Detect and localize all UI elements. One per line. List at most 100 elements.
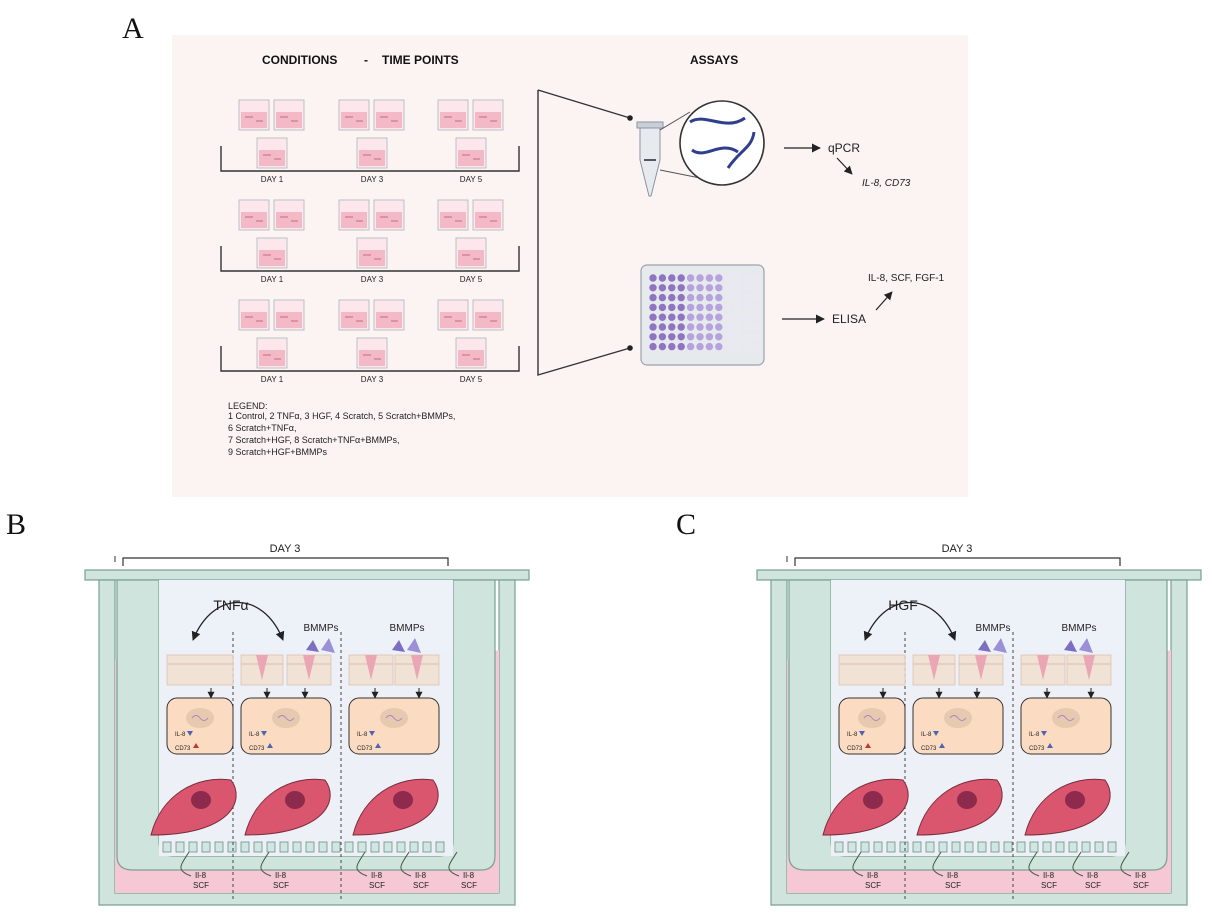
membrane-pore <box>977 841 987 853</box>
bmmp-cell-icon <box>1064 640 1077 652</box>
treatment-arrow <box>191 602 285 641</box>
panel-b-bmmps-1: BMMPs <box>304 623 339 634</box>
membrane-pore <box>1068 841 1078 853</box>
elisa-well <box>733 342 742 351</box>
mini-well-medium <box>241 312 267 328</box>
secreted-scf-label: SCF <box>1133 881 1149 890</box>
il8-label: IL-8 <box>175 732 186 738</box>
day-label: DAY 5 <box>460 275 483 284</box>
membrane-pore <box>162 841 172 853</box>
elisa-well <box>724 284 732 292</box>
mini-well-medium <box>359 350 385 366</box>
elisa-well <box>677 284 685 292</box>
panel-c-bmmps-2: BMMPs <box>1062 623 1097 634</box>
membrane-pore <box>834 841 844 853</box>
elisa-targets: IL-8, SCF, FGF-1 <box>868 273 945 284</box>
panel-b-bmmps-2: BMMPs <box>390 623 425 634</box>
dna-icon <box>1057 715 1075 721</box>
membrane-pore <box>175 841 185 853</box>
elisa-well <box>705 342 714 351</box>
il8-label: IL-8 <box>357 732 368 738</box>
qpcr-label: qPCR <box>828 141 860 155</box>
elisa-well <box>649 293 657 302</box>
membrane-pore <box>396 841 406 853</box>
membrane-pore <box>253 841 263 853</box>
header-dash: - <box>364 53 368 67</box>
cd73-label: CD73 <box>249 746 265 752</box>
elisa-well <box>715 293 723 302</box>
elisa-well <box>668 313 676 321</box>
il8-down-triangle-icon <box>369 731 375 736</box>
assay-bracket <box>537 90 633 376</box>
cd73-triangle-icon <box>193 743 199 748</box>
elisa-well <box>668 293 676 302</box>
mini-well-medium <box>341 212 367 228</box>
il8-down-triangle-icon <box>261 731 267 736</box>
secreted-scf-label: SCF <box>1085 881 1101 890</box>
membrane-pore <box>938 841 948 853</box>
epithelial-cell <box>352 778 439 836</box>
membrane-pore <box>279 841 289 853</box>
elisa-well <box>668 284 676 292</box>
elisa-well <box>649 342 657 351</box>
membrane-pore <box>318 841 328 853</box>
membrane-pore <box>422 841 432 853</box>
magnifier-line-2 <box>659 169 701 179</box>
secreted-il8-label: Il-8 <box>371 871 383 880</box>
day-label: DAY 5 <box>460 175 483 184</box>
panel-b-treatment: TNFα <box>213 597 248 613</box>
elisa-well <box>733 333 742 341</box>
secreted-il8-label: Il-8 <box>947 871 959 880</box>
secreted-scf-label: SCF <box>193 881 209 890</box>
cell-nucleus <box>1065 791 1085 809</box>
day-label: DAY 3 <box>361 175 384 184</box>
cd73-label: CD73 <box>847 746 863 752</box>
mini-well-medium <box>276 212 302 228</box>
elisa-well <box>677 313 685 321</box>
scratch-wound <box>365 655 377 680</box>
legend: LEGEND: 1 Control, 2 TNFα, 3 HGF, 4 Scra… <box>228 401 455 457</box>
secretion-path <box>356 851 368 877</box>
secreted-il8-label: Il-8 <box>867 871 879 880</box>
dna-icon <box>191 715 209 721</box>
panel-a-letter: A <box>122 12 144 45</box>
bmmp-cell-icon <box>978 640 991 652</box>
elisa-well <box>696 274 704 282</box>
membrane-pore <box>1029 841 1039 853</box>
secretion-path <box>1120 851 1132 877</box>
day-label: DAY 1 <box>261 175 284 184</box>
elisa-well <box>715 303 723 312</box>
membrane-pore <box>964 841 974 853</box>
elisa-well <box>752 293 761 302</box>
secreted-scf-label: SCF <box>1041 881 1057 890</box>
elisa-well <box>686 313 695 321</box>
membrane-pore <box>305 841 315 853</box>
membrane-pore <box>1055 841 1065 853</box>
secreted-il8-label: Il-8 <box>275 871 287 880</box>
mini-well-medium <box>241 112 267 128</box>
secreted-scf-label: SCF <box>369 881 385 890</box>
membrane-pore <box>240 841 250 853</box>
membrane-pore <box>1016 841 1026 853</box>
membrane-pore <box>951 841 961 853</box>
secreted-il8-label: Il-8 <box>463 871 475 880</box>
tube-icon <box>636 121 664 197</box>
elisa-well <box>677 293 685 302</box>
elisa-well <box>668 323 676 331</box>
secreted-scf-label: SCF <box>413 881 429 890</box>
elisa-well <box>705 274 714 282</box>
mini-well-medium <box>475 212 501 228</box>
elisa-well <box>658 323 667 331</box>
cd73-label: CD73 <box>357 746 373 752</box>
membrane-pore <box>227 841 237 853</box>
scratch-wound <box>256 655 268 680</box>
elisa-well <box>733 293 742 302</box>
elisa-well <box>686 274 695 282</box>
scratch-wound <box>303 655 315 680</box>
mini-well-medium <box>241 212 267 228</box>
scratch-wound <box>411 655 423 680</box>
mini-well-medium <box>359 250 385 266</box>
legend-line-0: LEGEND: <box>228 401 268 411</box>
conditions-header: CONDITIONS <box>262 53 337 67</box>
